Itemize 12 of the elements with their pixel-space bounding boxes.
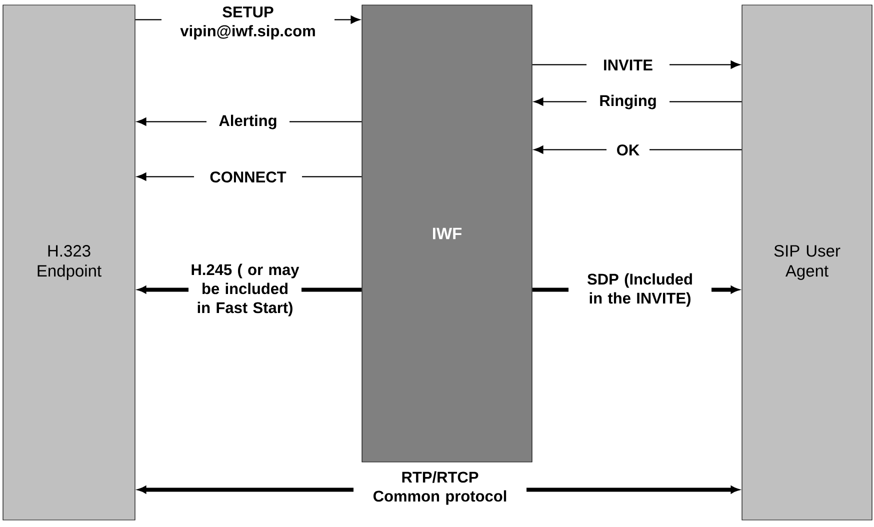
edge-label: CONNECT [194,170,302,184]
edge-label: Ringing [586,93,670,111]
endpoint-box: H.323 Endpoint [2,4,136,520]
edge-label: INVITE [586,58,670,72]
edge-label: Alerting [206,113,290,131]
edge-label: RTP/RTCP Common protocol [354,470,526,506]
edge-label: SDP (Included in the INVITE) [568,272,712,308]
endpoint-box: SIP User Agent [742,4,872,520]
process-box: IWF [362,4,532,462]
edge-label: H.245 ( or may be included in Fast Start) [188,262,302,318]
edge-label: OK [606,143,650,157]
edge-label: SETUP vipin@iwf.sip.com [162,4,334,42]
